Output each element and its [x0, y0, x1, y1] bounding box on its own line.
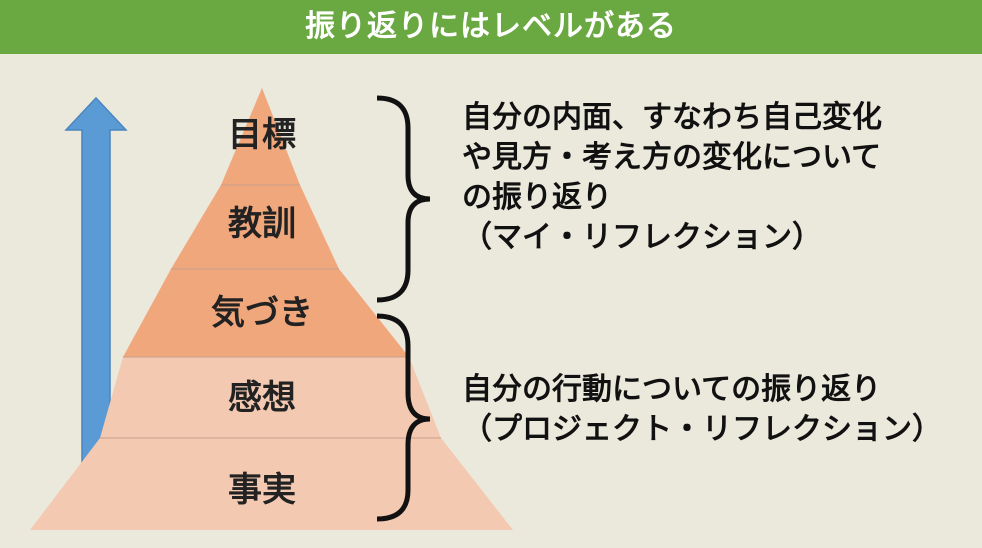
upper-description-line: や見方・考え方の変化について	[462, 140, 882, 175]
pyramid-level-impression	[100, 357, 441, 438]
upper-description-line: の振り返り	[462, 180, 612, 215]
pyramid-level-awareness	[123, 269, 409, 357]
level-label-fact: 事実	[228, 470, 296, 510]
level-label-awareness: 気づき	[211, 293, 313, 333]
lower-description-line: 自分の行動についての振り返り	[462, 372, 882, 407]
level-dividers	[100, 184, 441, 439]
upper-description: 自分の内面、すなわち自己変化 や見方・考え方の変化について の振り返り （マイ・…	[462, 98, 882, 258]
upper-description-line: 自分の内面、すなわち自己変化	[462, 100, 882, 135]
level-label-goal: 目標	[228, 115, 296, 155]
pyramid-level-lesson	[171, 185, 339, 269]
page-title: 振り返りにはレベルがある	[0, 0, 982, 54]
pyramid-level-goal	[221, 88, 300, 185]
upper-brace-icon	[376, 95, 431, 303]
level-label-lesson: 教訓	[228, 204, 296, 244]
upper-description-line: （マイ・リフレクション）	[462, 220, 822, 255]
level-label-impression: 感想	[228, 378, 296, 418]
lower-brace-icon	[376, 313, 431, 522]
lower-description: 自分の行動についての振り返り （プロジェクト・リフレクション）	[462, 370, 942, 450]
lower-description-line: （プロジェクト・リフレクション）	[462, 412, 942, 447]
pyramid-level-fact	[30, 438, 513, 530]
